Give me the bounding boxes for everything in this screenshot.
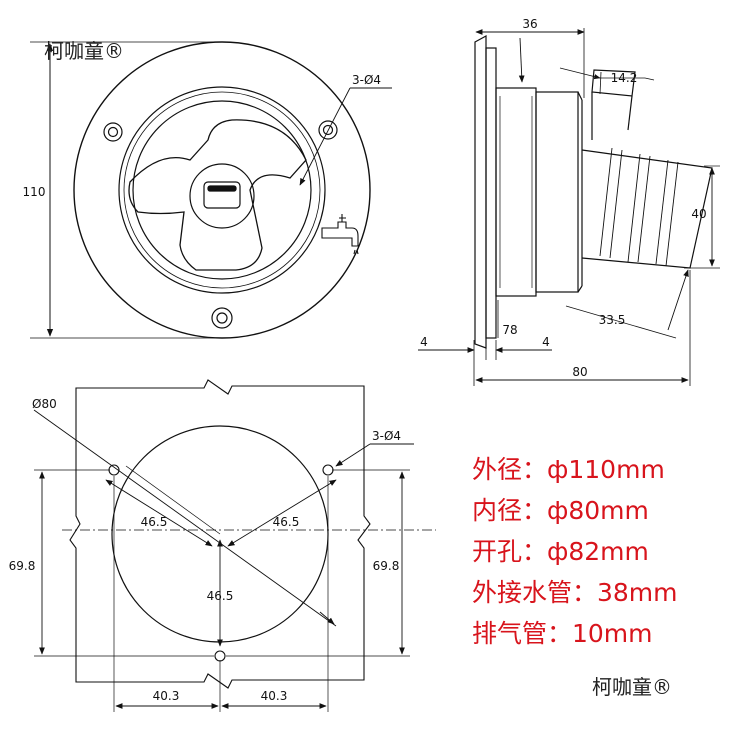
cutout-right-radius: 46.5 <box>273 515 300 529</box>
template-hole-bottom <box>214 650 226 662</box>
side-label-80: 80 <box>572 365 587 379</box>
spec-inner-diameter: 内径：ф80mm <box>472 496 649 525</box>
watermark-top: 柯咖童® <box>44 39 124 63</box>
front-height-label: 110 <box>23 185 46 199</box>
cap-lobes <box>128 119 307 271</box>
side-label-78: 78 <box>502 323 517 337</box>
side-label-4-right: 4 <box>542 335 550 349</box>
side-view <box>418 28 720 386</box>
cutout-diameter-label: Ø80 <box>32 397 57 411</box>
faucet-icon <box>321 214 359 255</box>
watermark-bottom: 柯咖童® <box>592 675 672 699</box>
spec-water-pipe: 外接水管：38mm <box>472 578 678 607</box>
cap-rim <box>132 100 312 280</box>
side-label-33-5: 33.5 <box>599 313 626 327</box>
spec-outer-diameter: 外径：ф110mm <box>472 455 665 484</box>
cap-center <box>189 163 255 229</box>
screw-hole-right <box>318 120 338 140</box>
cutout-bottom-left: 40.3 <box>153 689 180 703</box>
body <box>495 87 537 297</box>
inner-ring <box>118 86 326 294</box>
side-label-36: 36 <box>522 17 537 31</box>
side-label-40: 40 <box>691 207 706 221</box>
hose-barb <box>581 147 713 269</box>
vent-pipe <box>591 69 636 140</box>
template-hole-right <box>322 464 334 476</box>
side-label-4-left: 4 <box>420 335 428 349</box>
front-view <box>30 41 392 339</box>
side-label-14-2: 14.2 <box>611 71 638 85</box>
inner-ring-2 <box>123 91 321 289</box>
cutout-bottom-radius: 46.5 <box>207 589 234 603</box>
cutout-bottom-right: 40.3 <box>261 689 288 703</box>
cutout-right-height: 69.8 <box>373 559 400 573</box>
spec-vent-pipe: 排气管：10mm <box>472 619 653 648</box>
cutout-left-height: 69.8 <box>9 559 36 573</box>
screw-hole-bottom <box>211 307 233 329</box>
key-slot <box>203 181 241 209</box>
spec-cutout: 开孔：ф82mm <box>472 537 649 566</box>
front-hole-label: 3-Ø4 <box>352 73 381 87</box>
cutout-left-radius: 46.5 <box>141 515 168 529</box>
template-boundary <box>69 379 371 689</box>
cutout-template <box>33 379 436 712</box>
screw-hole-left <box>103 122 123 142</box>
cutout-hole-label: 3-Ø4 <box>372 429 401 443</box>
flange <box>474 34 487 349</box>
